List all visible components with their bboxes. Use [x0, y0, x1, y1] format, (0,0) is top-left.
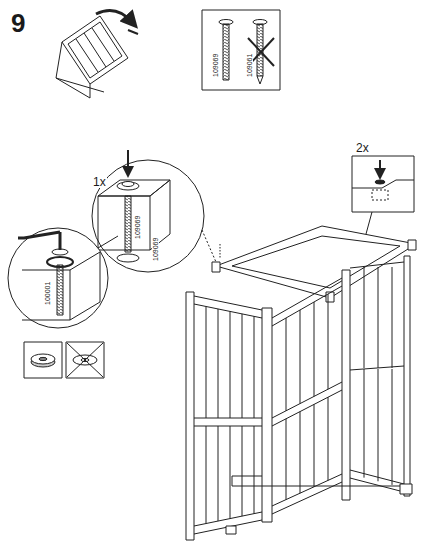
screw-comparison-box	[202, 10, 280, 90]
quantity-label: 1x	[92, 176, 107, 188]
crib-slats	[206, 267, 392, 524]
part-number: 109069	[134, 215, 141, 240]
part-number: 109069	[152, 237, 159, 262]
part-number: 109069	[212, 53, 219, 78]
part-number: 109061	[246, 53, 253, 78]
bolt-detail	[92, 150, 216, 272]
turn-icon	[56, 10, 138, 98]
allen-key-detail	[8, 228, 118, 328]
quantity-label: 2x	[355, 142, 370, 154]
dowel-detail	[352, 156, 414, 234]
washer-boxes	[24, 342, 104, 378]
part-number: 100001	[44, 281, 51, 306]
crib-frame	[186, 226, 416, 540]
step-number: 9	[10, 10, 26, 36]
